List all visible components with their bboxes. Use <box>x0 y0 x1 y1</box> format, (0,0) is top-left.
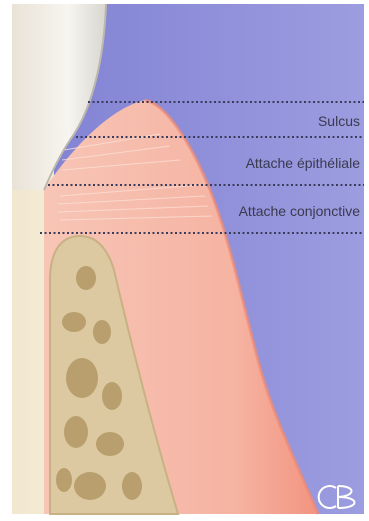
label-epithelial-attachment: Attache épithéliale <box>246 155 361 171</box>
label-connective-attachment: Attache conjonctive <box>239 203 361 219</box>
label-sulcus: Sulcus <box>318 113 360 129</box>
